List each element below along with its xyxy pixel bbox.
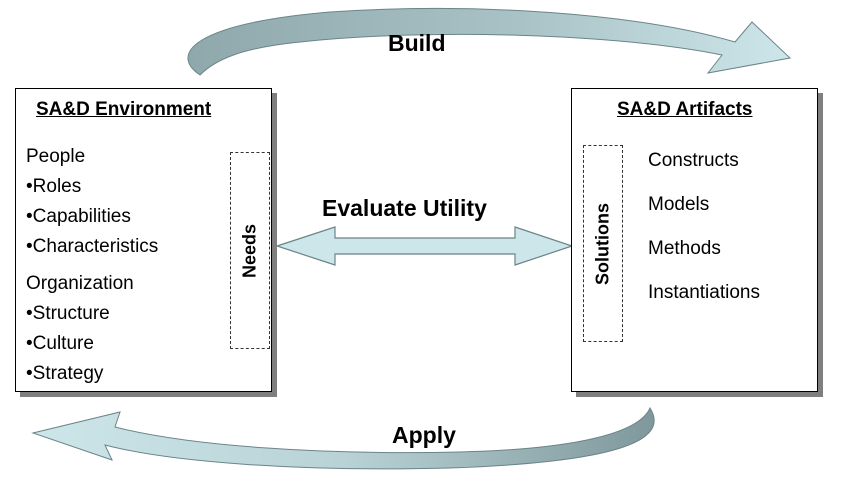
environment-title: SA&D Environment — [36, 99, 212, 120]
people-item: •Characteristics — [26, 236, 159, 257]
apply-arrow — [31, 406, 655, 470]
build-arrow — [187, 8, 792, 76]
artifact-item: Constructs — [648, 150, 739, 171]
artifacts-list: Constructs Models Methods Instantiations — [648, 139, 760, 315]
needs-label: Needs — [239, 223, 260, 278]
artifacts-box: SA&D Artifacts Solutions Constructs Mode… — [571, 88, 818, 392]
artifact-item: Models — [648, 194, 710, 215]
people-heading: People — [26, 146, 86, 167]
artifact-item: Methods — [648, 238, 721, 259]
organization-item: •Strategy — [26, 363, 104, 384]
organization-item: •Structure — [26, 303, 110, 324]
apply-label: Apply — [392, 422, 456, 448]
people-list: People •Roles •Capabilities •Characteris… — [26, 142, 158, 262]
evaluate-utility-label: Evaluate Utility — [322, 195, 487, 221]
people-item: •Capabilities — [26, 206, 131, 227]
build-label: Build — [388, 30, 446, 56]
people-item: •Roles — [26, 176, 82, 197]
artifacts-title: SA&D Artifacts — [617, 99, 753, 120]
environment-box: SA&D Environment People •Roles •Capabili… — [15, 88, 272, 392]
artifact-item: Instantiations — [648, 282, 760, 303]
solutions-label: Solutions — [592, 202, 613, 285]
evaluate-arrow — [275, 226, 574, 266]
organization-item: •Culture — [26, 333, 94, 354]
organization-list: Organization •Structure •Culture •Strate… — [26, 269, 134, 389]
organization-heading: Organization — [26, 273, 134, 294]
needs-box: Needs — [230, 152, 270, 349]
solutions-box: Solutions — [583, 145, 623, 342]
